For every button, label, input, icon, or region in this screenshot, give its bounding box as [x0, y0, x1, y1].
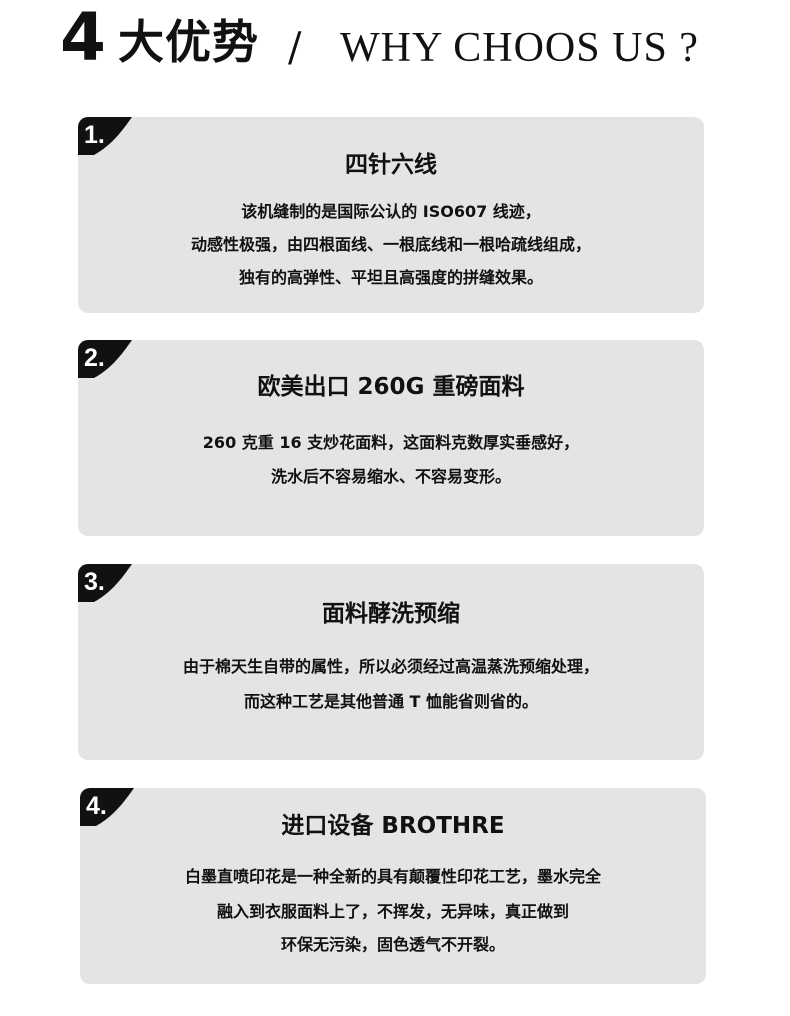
card-badge: 1. [78, 117, 132, 155]
card-text-line: 260 克重 16 支炒花面料，这面料克数厚实垂感好， [202, 433, 580, 452]
card-badge: 3. [78, 564, 132, 602]
header-title-en: WHY CHOOS US ? [340, 25, 699, 71]
page-header: 4 大优势 / WHY CHOOS US ? [0, 0, 790, 100]
badge-number: 3. [84, 568, 105, 596]
card-text-line: 独有的高弹性、平坦且高强度的拼缝效果。 [238, 268, 543, 287]
card-text-line: 环保无污染，固色透气不开裂。 [280, 935, 505, 954]
header-number: 4 [60, 0, 106, 76]
badge-shape-icon [80, 788, 134, 826]
card-text-line: 而这种工艺是其他普通 T 恤能省则省的。 [243, 692, 539, 711]
badge-shape-icon [78, 117, 132, 155]
card-text-line: 由于棉天生自带的属性，所以必须经过高温蒸洗预缩处理， [182, 657, 599, 676]
feature-card-1: 1. 四针六线 该机缝制的是国际公认的 ISO607 线迹， 动感性极强，由四根… [78, 117, 704, 313]
badge-shape-icon [78, 564, 132, 602]
badge-number: 4. [86, 792, 107, 820]
feature-card-3: 3. 面料酵洗预缩 由于棉天生自带的属性，所以必须经过高温蒸洗预缩处理， 而这种… [78, 564, 704, 760]
card-title: 进口设备 BROTHRE [281, 813, 505, 839]
card-title: 四针六线 [345, 152, 437, 178]
badge-number: 2. [84, 344, 105, 372]
card-title: 欧美出口 260G 重磅面料 [257, 374, 525, 400]
header-slash: / [288, 25, 302, 71]
card-text-line: 该机缝制的是国际公认的 ISO607 线迹， [241, 202, 541, 221]
card-badge: 4. [80, 788, 134, 826]
badge-shape-icon [78, 340, 132, 378]
feature-card-2: 2. 欧美出口 260G 重磅面料 260 克重 16 支炒花面料，这面料克数厚… [78, 340, 704, 536]
card-text-line: 融入到衣服面料上了，不挥发，无异味，真正做到 [216, 902, 569, 921]
badge-number: 1. [84, 121, 105, 149]
card-text-line: 洗水后不容易缩水、不容易变形。 [270, 467, 511, 486]
feature-card-4: 4. 进口设备 BROTHRE 白墨直喷印花是一种全新的具有颠覆性印花工艺，墨水… [80, 788, 706, 984]
card-text-line: 白墨直喷印花是一种全新的具有颠覆性印花工艺，墨水完全 [184, 867, 601, 886]
card-title: 面料酵洗预缩 [322, 601, 460, 627]
header-title-cn: 大优势 [118, 15, 259, 69]
card-text-line: 动感性极强，由四根面线、一根底线和一根哈疏线组成， [190, 235, 591, 254]
card-badge: 2. [78, 340, 132, 378]
